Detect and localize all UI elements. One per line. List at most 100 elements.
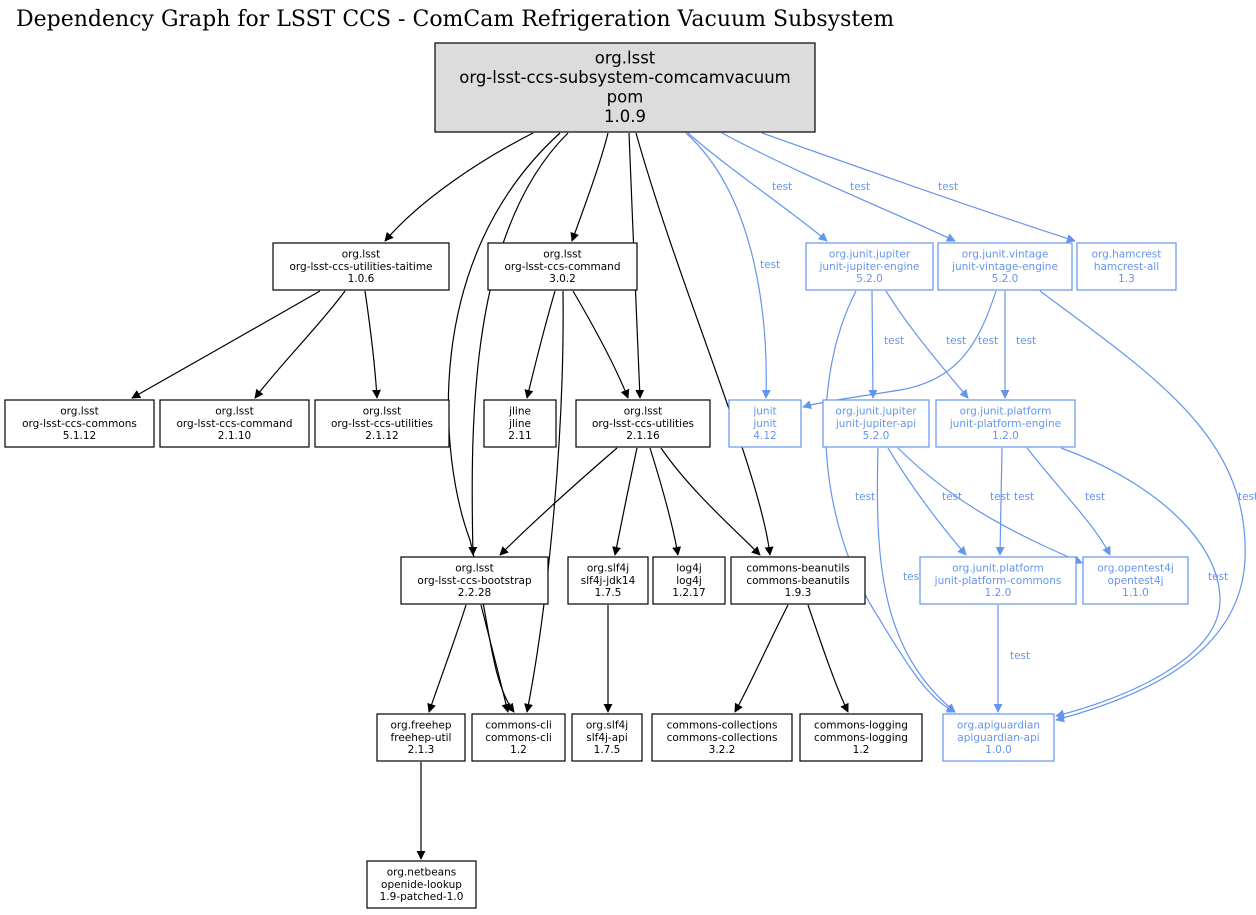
node-openide[interactable]: org.netbeansopenide-lookup1.9-patched-1.… [366, 860, 477, 909]
node-box[interactable] [728, 399, 802, 448]
node-group-id: org.lsst [363, 406, 402, 418]
edge-line [995, 447, 1005, 556]
node-box[interactable] [434, 42, 816, 133]
node-box[interactable] [272, 242, 450, 291]
node-box[interactable] [575, 399, 711, 448]
node-box[interactable] [919, 556, 1077, 605]
node-version: 4.12 [753, 430, 776, 442]
node-version: 2.1.3 [408, 744, 435, 756]
edge-line [499, 447, 618, 556]
edge-label: test [1085, 491, 1105, 503]
edge-root-to-vintage-engine: test [721, 132, 956, 242]
node-version: 1.0.6 [348, 273, 375, 285]
node-box[interactable] [4, 399, 155, 448]
node-box[interactable] [159, 399, 310, 448]
node-group-id: org.lsst [624, 406, 663, 418]
nodes-layer: org.lsst org-lsst-ccs-subsystem-comcamvac… [4, 42, 1189, 909]
node-box[interactable] [314, 399, 450, 448]
node-box[interactable] [822, 399, 930, 448]
node-box[interactable] [1082, 556, 1189, 605]
edge-line [687, 132, 828, 242]
node-artifact-id: opentest4j [1108, 575, 1164, 587]
edge-label: test [903, 571, 923, 583]
node-box[interactable] [1076, 242, 1177, 291]
node-box[interactable] [487, 242, 638, 291]
node-group-id: org.junit.vintage [962, 249, 1049, 261]
node-artifact-id: org-lsst-ccs-subsystem-comcamvacuum [459, 68, 790, 87]
edge-jupiter-api-to-opentest4j: test [897, 447, 1083, 564]
node-box[interactable] [799, 713, 923, 762]
node-box[interactable] [471, 713, 566, 762]
edge-line [480, 604, 511, 713]
node-box[interactable] [652, 556, 726, 605]
node-version: 1.2 [853, 744, 870, 756]
node-artifact-id: commons-logging [814, 732, 908, 744]
node-root[interactable]: org.lsstorg-lsst-ccs-subsystem-comcamvac… [434, 42, 816, 133]
edge-taitime-to-utilities2112 [364, 290, 382, 399]
node-box[interactable] [571, 713, 643, 762]
node-box[interactable] [483, 399, 557, 448]
node-box[interactable] [366, 860, 477, 909]
edge-label: test [942, 491, 962, 503]
node-group-id: org.junit.jupiter [835, 406, 917, 418]
node-taitime[interactable]: org.lsstorg-lsst-ccs-utilities-taitime1.… [272, 242, 450, 291]
edge-bootstrap-to-freehep [427, 604, 467, 713]
node-platform-commons[interactable]: org.junit.platformjunit-platform-commons… [919, 556, 1077, 605]
node-box[interactable] [651, 713, 793, 762]
node-version: 1.2.0 [992, 430, 1019, 442]
node-box[interactable] [937, 242, 1073, 291]
node-version: 1.2.0 [985, 587, 1012, 599]
edge-beanutils-to-logging [807, 604, 849, 713]
node-artifact-id: junit-platform-engine [949, 418, 1061, 430]
edge-label: test [1238, 491, 1256, 503]
node-jupiter-engine[interactable]: org.junit.jupiterjunit-jupiter-engine5.2… [805, 242, 934, 291]
node-group-id: log4j [676, 563, 702, 575]
node-box[interactable] [942, 713, 1055, 762]
edge-root-to-bootstrap [468, 132, 569, 556]
edge-platform-commons-to-apiguardian: test [993, 605, 1030, 713]
node-box[interactable] [567, 556, 649, 605]
node-collections[interactable]: commons-collectionscommons-collections3.… [651, 713, 793, 762]
node-version: 1.9.3 [785, 587, 812, 599]
node-box[interactable] [376, 713, 466, 762]
edge-line [635, 132, 774, 556]
node-version: 5.2.0 [992, 273, 1019, 285]
node-box[interactable] [935, 399, 1076, 448]
edge-label: test [884, 335, 904, 347]
edge-bootstrap-to-commons-cli [480, 604, 511, 713]
node-version: 1.0.0 [985, 744, 1012, 756]
node-box[interactable] [805, 242, 934, 291]
edge-line [364, 290, 382, 399]
node-platform-engine[interactable]: org.junit.platformjunit-platform-engine1… [935, 399, 1076, 448]
edge-root-to-junit: test [685, 132, 780, 399]
node-artifact-id: commons-collections [667, 732, 778, 744]
node-version: 1.7.5 [595, 587, 622, 599]
node-box[interactable] [400, 556, 549, 605]
node-version: 1.0.9 [604, 107, 646, 126]
edge-line [897, 447, 1083, 564]
node-box[interactable] [730, 556, 866, 605]
node-group-id: commons-cli [485, 720, 552, 732]
node-vintage-engine[interactable]: org.junit.vintagejunit-vintage-engine5.2… [937, 242, 1073, 291]
node-group-id: org.junit.platform [960, 406, 1052, 418]
node-version: 2.1.10 [218, 430, 251, 442]
